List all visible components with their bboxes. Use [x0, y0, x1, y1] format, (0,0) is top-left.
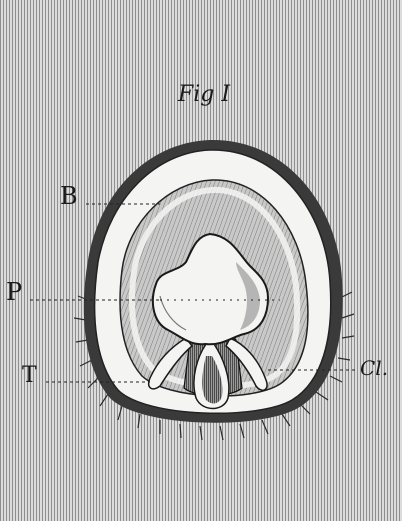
label-t: T: [22, 365, 37, 387]
label-p: P: [6, 280, 22, 304]
label-b: B: [60, 184, 78, 208]
label-cl: Cl.: [360, 358, 388, 378]
figure-title: Fig I: [178, 84, 230, 106]
